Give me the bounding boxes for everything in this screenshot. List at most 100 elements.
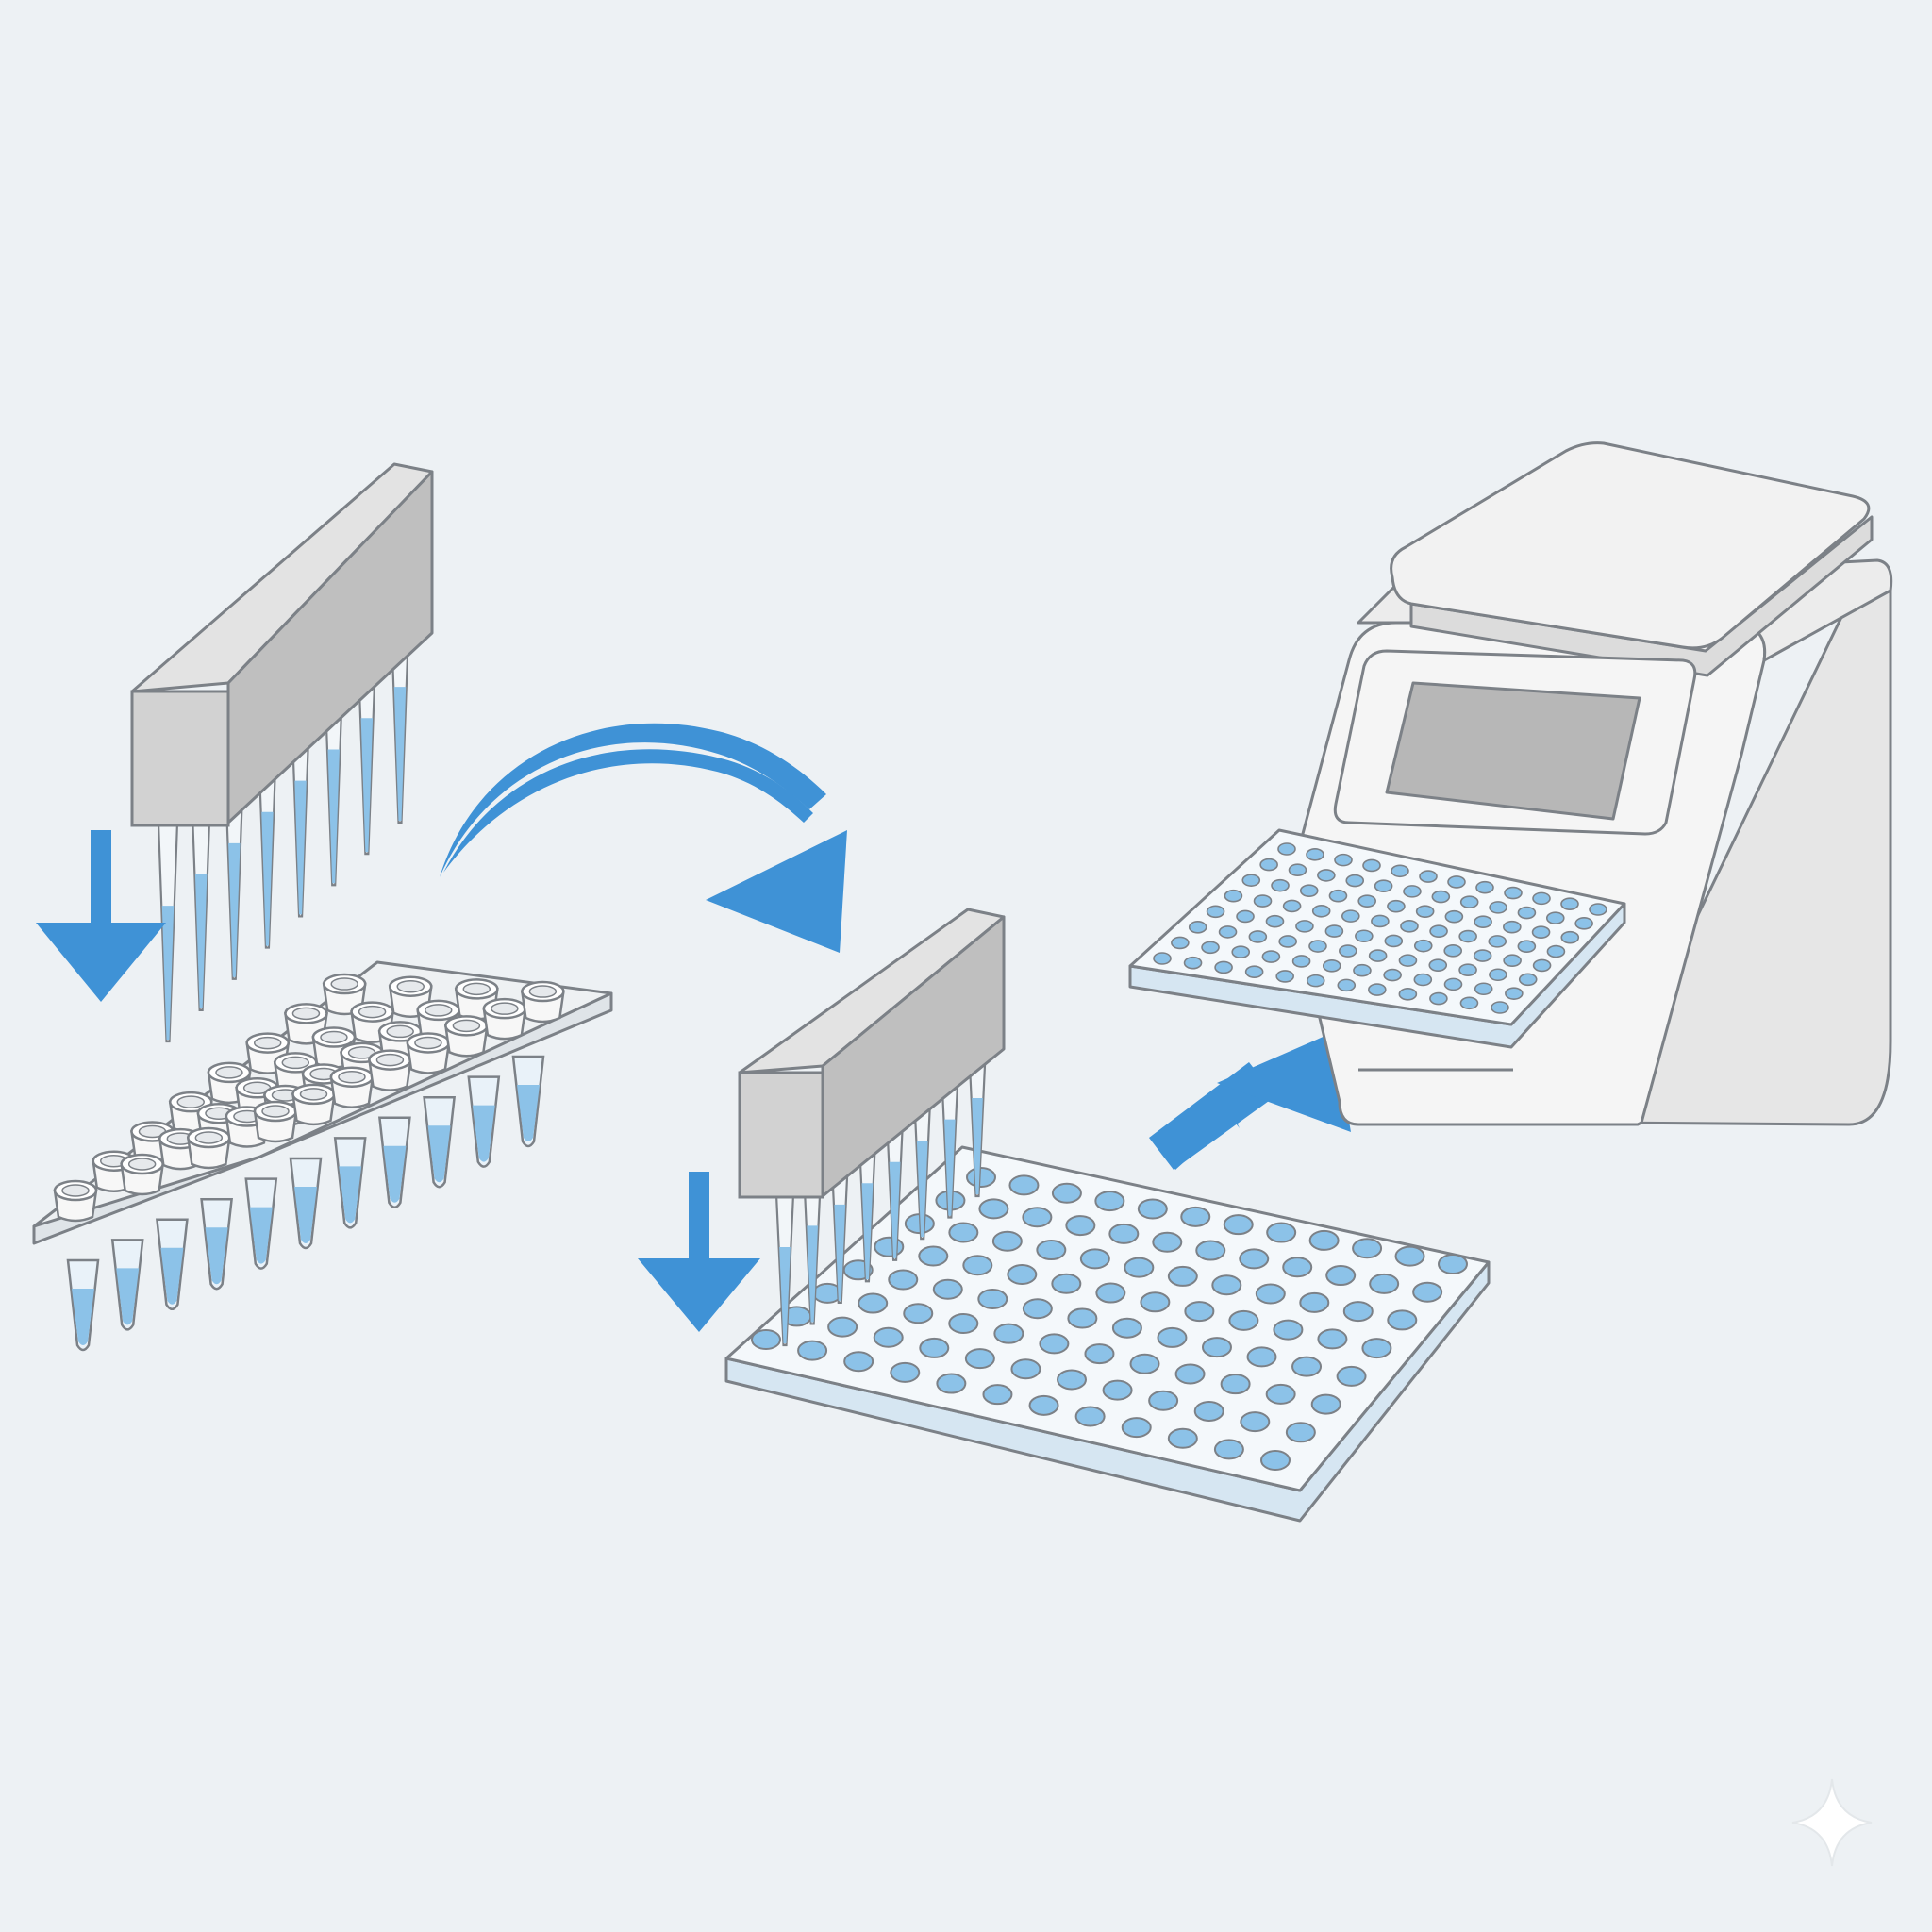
tray-well <box>1575 918 1592 929</box>
tube-cap-inner <box>292 1008 319 1019</box>
tray-well <box>1370 950 1387 961</box>
plate-well <box>1292 1357 1321 1376</box>
plate-well <box>1261 1451 1290 1470</box>
tube-cap-inner <box>255 1038 281 1049</box>
plate-well <box>1287 1423 1315 1441</box>
tray-well <box>1190 922 1207 933</box>
plate-well <box>858 1294 887 1313</box>
tray-well <box>1356 930 1373 941</box>
tray-well <box>1474 916 1491 927</box>
tray-well <box>1260 859 1277 871</box>
plate-well <box>949 1314 977 1333</box>
plate-well <box>844 1352 873 1371</box>
tray-well <box>1590 904 1607 915</box>
tray-well <box>1475 983 1492 994</box>
tray-well <box>1296 921 1313 932</box>
tray-well <box>1172 937 1189 948</box>
plate-well <box>1362 1339 1391 1357</box>
tray-well <box>1518 908 1535 919</box>
plate-well <box>1224 1215 1253 1234</box>
tray-well <box>1476 882 1493 893</box>
tube-cap-inner <box>321 1032 347 1043</box>
tray-well <box>1445 911 1462 923</box>
plate-well <box>1318 1329 1346 1348</box>
tray-well <box>1354 965 1371 976</box>
plate-well <box>1149 1391 1177 1410</box>
tube-cap-inner <box>262 1106 289 1117</box>
tray-well <box>1208 906 1224 917</box>
tray-well <box>1459 931 1476 942</box>
tube-cap-inner <box>425 1005 452 1016</box>
tray-well <box>1429 959 1446 971</box>
plate-well <box>874 1238 903 1257</box>
plate-well <box>1312 1395 1341 1414</box>
plate-well <box>1353 1239 1381 1257</box>
plate-well <box>798 1341 826 1360</box>
tube-cap-inner <box>300 1089 326 1100</box>
plate-well <box>1248 1347 1276 1366</box>
tube-cap-inner <box>397 981 424 992</box>
plate-well <box>1081 1249 1109 1268</box>
tray-well <box>1301 885 1318 896</box>
tray-well <box>1432 891 1449 903</box>
plate-well <box>1267 1224 1295 1242</box>
tray-well <box>1520 974 1537 985</box>
tray-well <box>1154 953 1171 964</box>
plate-well <box>1196 1241 1224 1260</box>
plate-well <box>1396 1247 1424 1266</box>
tray-well <box>1414 974 1431 985</box>
tray-well <box>1224 891 1241 902</box>
tray-well <box>1262 951 1279 962</box>
tray-well <box>1290 864 1307 875</box>
tube-cap-inner <box>129 1158 156 1170</box>
tray-well <box>1490 969 1507 980</box>
plate-well <box>1215 1440 1243 1458</box>
plate-well <box>1053 1184 1081 1203</box>
plate-well <box>1109 1224 1138 1243</box>
tube-cap-inner <box>453 1020 479 1031</box>
plate-well <box>1240 1249 1268 1268</box>
plate-well <box>1024 1299 1052 1318</box>
plate-well <box>874 1328 903 1347</box>
plate-well <box>1203 1338 1231 1357</box>
plate-well <box>1169 1429 1197 1448</box>
tray-well <box>1547 946 1564 958</box>
tray-well <box>1202 941 1219 953</box>
tray-well <box>1318 870 1335 881</box>
plate-well <box>994 1324 1023 1343</box>
plate-well <box>1123 1418 1151 1437</box>
plate-well <box>1212 1275 1241 1294</box>
tray-well <box>1325 925 1342 937</box>
tray-well <box>1249 931 1266 942</box>
plate-well <box>1104 1381 1132 1400</box>
tube-cap-inner <box>529 986 556 997</box>
tray-well <box>1399 955 1416 966</box>
tray-well <box>1415 941 1432 952</box>
tray-well <box>1490 902 1507 913</box>
tube-cap-inner <box>415 1037 441 1048</box>
plate-well <box>1052 1274 1080 1293</box>
plate-well <box>1300 1293 1328 1312</box>
tray-well <box>1459 964 1476 975</box>
tray-well <box>1420 871 1437 882</box>
tube-cap-inner <box>282 1057 308 1068</box>
tray-well <box>1307 975 1324 987</box>
tray-well <box>1444 945 1461 957</box>
tube-cap-inner <box>216 1067 242 1078</box>
plate-well <box>1267 1385 1295 1404</box>
tray-well <box>1237 910 1254 922</box>
plate-well <box>934 1280 962 1299</box>
plate-well <box>904 1304 932 1323</box>
tray-well <box>1518 941 1535 952</box>
tray-well <box>1369 984 1386 995</box>
plate-well <box>1229 1311 1257 1330</box>
tube-cap-inner <box>331 978 358 990</box>
tray-well <box>1444 978 1461 990</box>
tray-well <box>1338 979 1355 991</box>
plate-well <box>1030 1396 1058 1415</box>
plate-well <box>1009 1175 1038 1194</box>
tray-well <box>1401 921 1418 932</box>
tray-well <box>1329 891 1346 902</box>
plate-well <box>1068 1308 1096 1327</box>
tube-cap-inner <box>376 1055 403 1066</box>
